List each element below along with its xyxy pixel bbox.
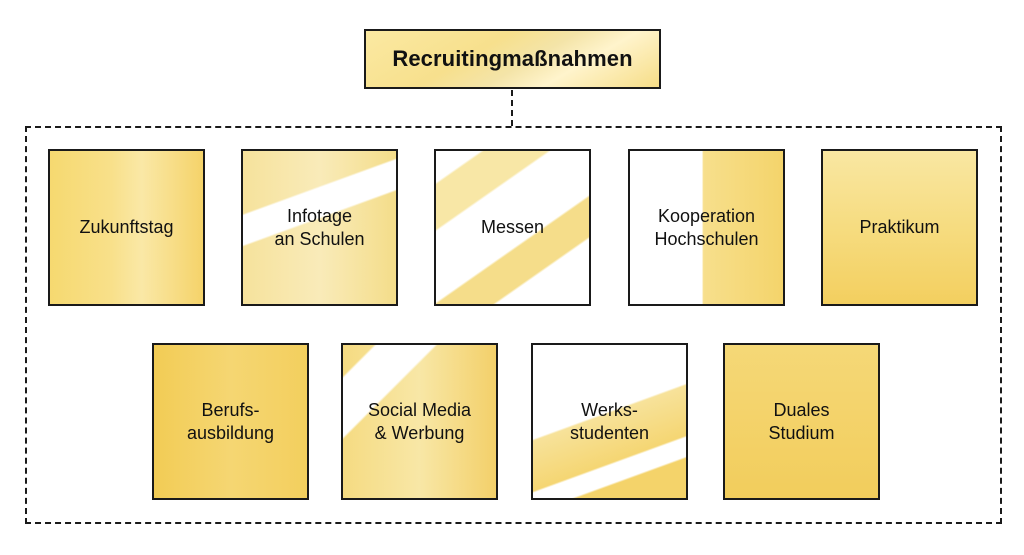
node-zukunftstag: Zukunftstag xyxy=(48,149,205,306)
node-werksstudenten: Werks- studenten xyxy=(531,343,688,500)
node-label: Praktikum xyxy=(859,217,940,237)
node-label: Kooperation Hochschulen xyxy=(654,205,759,249)
node-label: Zukunftstag xyxy=(79,217,174,237)
node-praktikum: Praktikum xyxy=(821,149,978,306)
root-node: Recruitingmaßnahmen xyxy=(364,29,661,89)
node-kooperation-hochschulen: Kooperation Hochschulen xyxy=(628,149,785,306)
node-messen: Messen xyxy=(434,149,591,306)
root-connector-line xyxy=(511,90,513,126)
node-label: Werks- studenten xyxy=(569,399,650,443)
node-berufsausbildung: Berufs- ausbildung xyxy=(152,343,309,500)
node-infotage-an-schulen: Infotage an Schulen xyxy=(241,149,398,306)
node-duales-studium: Duales Studium xyxy=(723,343,880,500)
node-label: Messen xyxy=(480,217,545,237)
node-label: Duales Studium xyxy=(768,399,835,443)
node-label: Berufs- ausbildung xyxy=(186,399,275,443)
root-node-label: Recruitingmaßnahmen xyxy=(392,46,633,71)
measures-group-frame xyxy=(25,126,1002,524)
node-label: Social Media & Werbung xyxy=(367,399,472,443)
node-social-media-werbung: Social Media & Werbung xyxy=(341,343,498,500)
node-label: Infotage an Schulen xyxy=(274,205,365,249)
